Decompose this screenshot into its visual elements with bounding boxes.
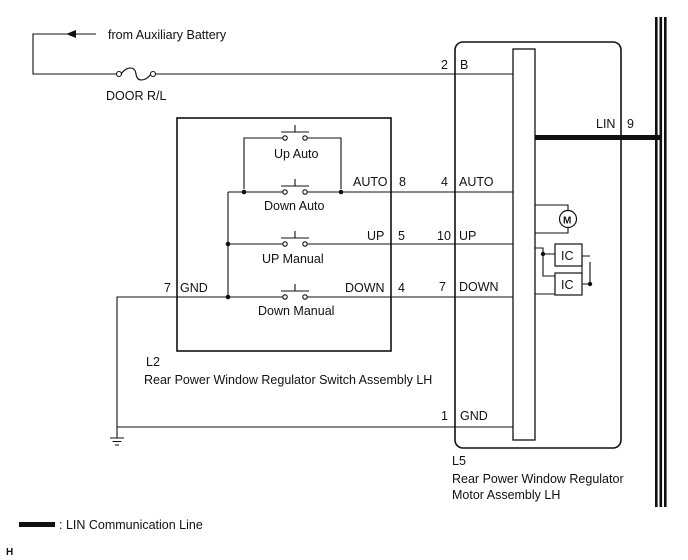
motor-pin-gnd-num: 1: [441, 409, 448, 423]
motor-pin-up-name: UP: [459, 229, 476, 243]
motor-wires: [535, 204, 569, 234]
switch-pin-down-name: DOWN: [345, 281, 385, 295]
ic-label-2: IC: [561, 278, 574, 292]
lin-bus: [655, 17, 667, 507]
motor-pin-down-num: 7: [439, 280, 446, 294]
fuse-icon: [120, 67, 152, 81]
lin-label: LIN: [596, 117, 615, 131]
junction-dot: [338, 189, 344, 195]
switch-assembly-box: [176, 117, 392, 352]
motor-pin-up-num: 10: [437, 229, 451, 243]
lin-pin-num: 9: [627, 117, 634, 131]
corner-mark: H: [6, 547, 13, 558]
fuse-terminal-right: [149, 70, 157, 78]
junction-dot: [225, 241, 231, 247]
fuse-label: DOOR R/L: [106, 89, 166, 103]
motor-pin-b-name: B: [460, 58, 468, 72]
ic-label-1: IC: [561, 249, 574, 263]
ecu-bar: [512, 48, 536, 441]
down-manual-label: Down Manual: [258, 304, 334, 318]
l2-name-label: Rear Power Window Regulator Switch Assem…: [144, 373, 432, 387]
junction-dot: [241, 189, 247, 195]
motor-symbol: M: [563, 216, 571, 227]
fuse-terminal-left: [115, 70, 123, 78]
battery-feed-wire: [32, 33, 117, 75]
junction-dot: [587, 281, 593, 287]
ic-box-1: [554, 243, 583, 267]
switch-pin-gnd-name: GND: [180, 281, 208, 295]
junction-dot: [540, 251, 546, 257]
l5-name-line2: Motor Assembly LH: [452, 488, 560, 502]
down-auto-label: Down Auto: [264, 199, 325, 213]
l2-id-label: L2: [146, 355, 160, 369]
lin-line-horizontal: [535, 135, 661, 140]
up-auto-switch: [281, 125, 309, 141]
up-auto-branch-right: [307, 137, 342, 189]
switch-pin-down-num: 4: [398, 281, 405, 295]
up-auto-label: Up Auto: [274, 147, 319, 161]
legend-lin-swatch: [19, 522, 55, 527]
switch-pin-gnd-num: 7: [164, 281, 171, 295]
switch-gnd-wire: [116, 296, 228, 438]
switch-pin-auto-name: AUTO: [353, 175, 388, 189]
legend-lin-label: : LIN Communication Line: [59, 518, 203, 532]
switch-pin-auto-num: 8: [399, 175, 406, 189]
up-manual-label: UP Manual: [262, 252, 324, 266]
up-manual-switch: [281, 231, 309, 247]
l5-name-line1: Rear Power Window Regulator: [452, 472, 624, 486]
down-auto-switch: [281, 179, 309, 195]
up-auto-branch-left: [243, 137, 283, 189]
l5-id-label: L5: [452, 454, 466, 468]
ic-box-2: [554, 272, 583, 296]
switch-pin-up-name: UP: [367, 229, 384, 243]
motor-pin-gnd-name: GND: [460, 409, 488, 423]
motor-pin-b-num: 2: [441, 58, 448, 72]
from-aux-battery-label: from Auxiliary Battery: [108, 28, 227, 42]
arrow-left-icon: [66, 30, 76, 38]
motor-pin-auto-num: 4: [441, 175, 448, 189]
down-manual-switch: [281, 284, 309, 300]
motor-assembly-box: [454, 41, 622, 449]
motor-icon: [558, 209, 578, 229]
motor-pin-down-name: DOWN: [459, 280, 499, 294]
motor-pin-auto-name: AUTO: [459, 175, 494, 189]
ground-icon: [110, 437, 124, 446]
switch-pin-up-num: 5: [398, 229, 405, 243]
